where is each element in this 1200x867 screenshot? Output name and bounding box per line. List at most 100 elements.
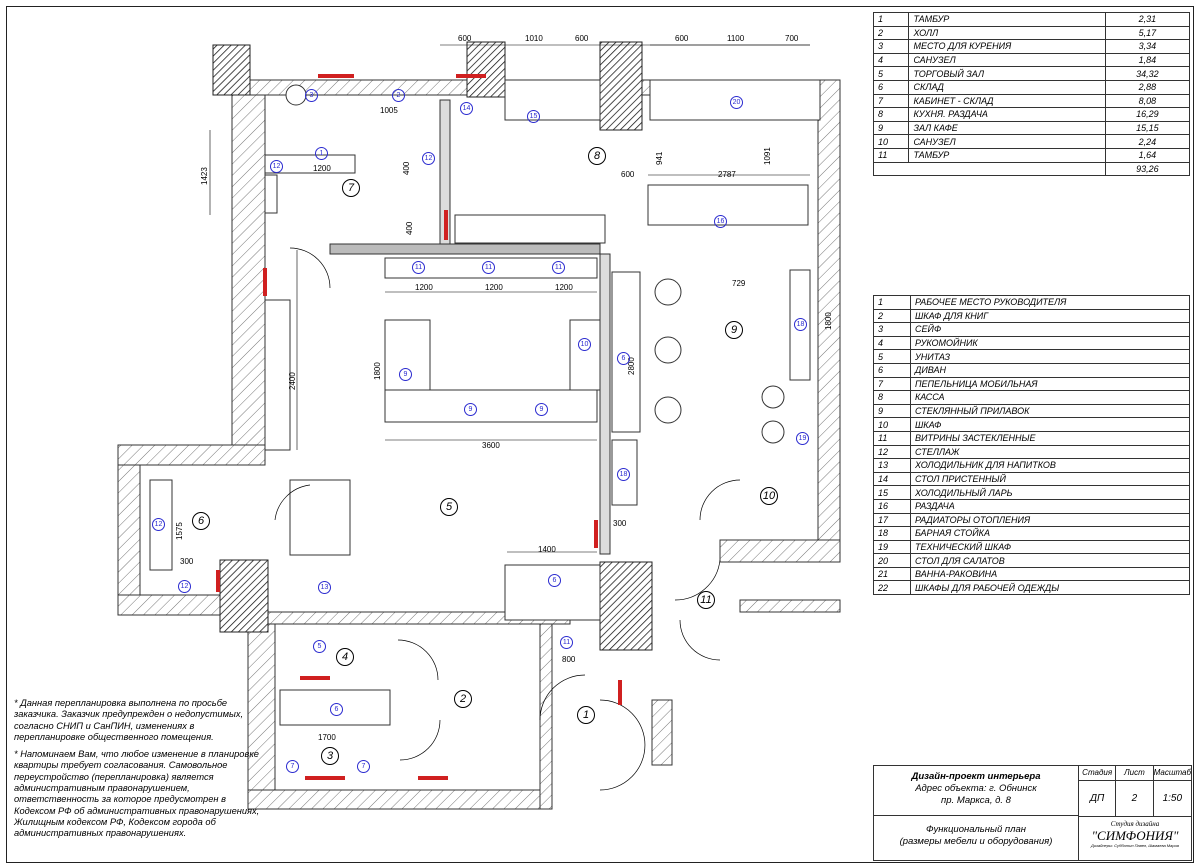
room-number: 11 xyxy=(872,147,910,163)
dimension: 600 xyxy=(575,34,589,43)
equipment-mark: 14 xyxy=(460,102,473,115)
equipment-number: 15 xyxy=(873,485,911,500)
room-name: ЗАЛ КАФЕ xyxy=(908,120,1106,136)
equipment-name: СТЕКЛЯННЫЙ ПРИЛАВОК xyxy=(910,403,1190,419)
equipment-name: УНИТАЗ xyxy=(910,349,1190,364)
studio-caption: Студия дизайна xyxy=(1110,820,1160,828)
equipment-number: 9 xyxy=(873,403,911,419)
equipment-number: 13 xyxy=(873,458,911,473)
equipment-number: 19 xyxy=(873,539,911,555)
equipment-name: ДИВАН xyxy=(910,362,1190,378)
equipment-number: 5 xyxy=(873,349,911,364)
room-name: КУХНЯ. РАЗДАЧА xyxy=(908,107,1106,122)
room-number: 7 xyxy=(872,93,910,109)
equipment-mark: 1 xyxy=(315,147,328,160)
room-2-label: 2 xyxy=(454,690,472,708)
equipment-number: 7 xyxy=(873,376,911,392)
doors xyxy=(274,247,741,791)
equipment-number: 10 xyxy=(873,417,911,432)
dimension: 1575 xyxy=(175,522,184,540)
room-number: 9 xyxy=(872,120,910,136)
dimension: 1423 xyxy=(200,167,209,185)
equipment-name: ХОЛОДИЛЬНИК ДЛЯ НАПИТКОВ xyxy=(910,458,1190,473)
equipment-mark: 7 xyxy=(286,760,299,773)
equipment-name: ШКАФ xyxy=(910,417,1190,432)
equipment-number: 18 xyxy=(873,526,911,541)
room-area: 15,15 xyxy=(1104,120,1191,136)
equipment-mark: 18 xyxy=(617,468,630,481)
designers: Дизайнеры: Субботин Павел, Шамаева Мария xyxy=(1091,843,1179,848)
dimension: 2787 xyxy=(718,170,736,179)
room-name: ТОРГОВЫЙ ЗАЛ xyxy=(908,66,1106,81)
room-area: 2,88 xyxy=(1104,79,1191,95)
dimension: 700 xyxy=(785,34,799,43)
room-area: 16,29 xyxy=(1104,107,1191,122)
equipment-mark: 20 xyxy=(730,96,743,109)
furniture xyxy=(149,79,821,726)
equipment-number: 12 xyxy=(873,444,911,460)
room-name: КАБИНЕТ - СКЛАД xyxy=(908,93,1106,109)
equipment-name: ТЕХНИЧЕСКИЙ ШКАФ xyxy=(910,539,1190,555)
equipment-name: ВАННА-РАКОВИНА xyxy=(910,566,1190,582)
room-8-label: 8 xyxy=(588,147,606,165)
total-area: 93,26 xyxy=(1104,161,1191,177)
equipment-mark: 6 xyxy=(548,574,561,587)
room-name: ТАМБУР xyxy=(908,147,1106,163)
dimension: 600 xyxy=(621,170,635,179)
equipment-mark: 11 xyxy=(552,261,565,274)
equipment-name: ШКАФ ДЛЯ КНИГ xyxy=(910,308,1190,324)
equipment-number: 1 xyxy=(873,295,911,310)
dimension: 729 xyxy=(732,279,746,288)
dimension: 300 xyxy=(613,519,627,528)
room-4-label: 4 xyxy=(336,648,354,666)
equipment-mark: 15 xyxy=(527,110,540,123)
dimension: 1200 xyxy=(313,164,331,173)
room-name: ТАМБУР xyxy=(908,12,1106,27)
room-number: 5 xyxy=(872,66,910,81)
room-area: 1,84 xyxy=(1104,52,1191,68)
equipment-mark: 18 xyxy=(794,318,807,331)
equipment-name: СЕЙФ xyxy=(910,322,1190,337)
room-1-label: 1 xyxy=(577,706,595,724)
dimension: 800 xyxy=(562,655,576,664)
dimension: 2400 xyxy=(288,372,297,390)
room-name: СКЛАД xyxy=(908,79,1106,95)
dimension: 1200 xyxy=(415,283,433,292)
equipment-mark: 9 xyxy=(535,403,548,416)
equipment-mark: 12 xyxy=(270,160,283,173)
room-5-label: 5 xyxy=(440,498,458,516)
equipment-mark: 3 xyxy=(305,89,318,102)
equipment-mark: 11 xyxy=(412,261,425,274)
dimension: 1800 xyxy=(373,362,382,380)
dimension: 1200 xyxy=(555,283,573,292)
equipment-number: 11 xyxy=(873,430,911,446)
note-1: * Данная перепланировка выполнена по про… xyxy=(14,698,244,742)
dimension: 1400 xyxy=(538,545,556,554)
room-area: 3,34 xyxy=(1104,39,1191,54)
equipment-mark: 7 xyxy=(357,760,370,773)
dimension: 1100 xyxy=(727,34,745,43)
equipment-number: 16 xyxy=(873,498,911,514)
